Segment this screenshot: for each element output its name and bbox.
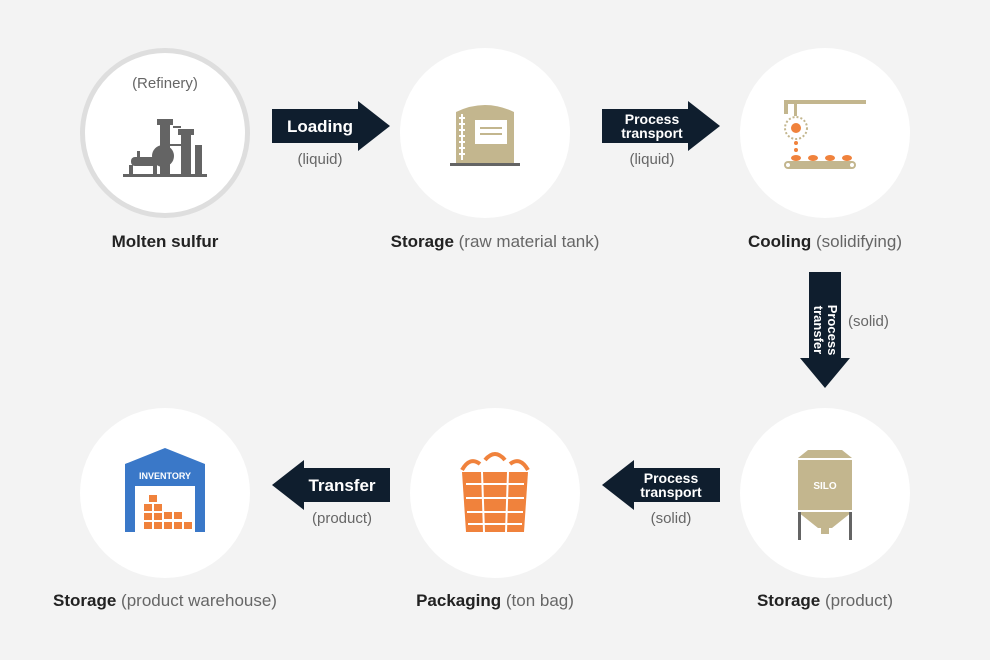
ton-bag-icon (460, 452, 530, 533)
warehouse-label: Storage (product warehouse) (53, 591, 277, 610)
refinery-icon (123, 119, 207, 177)
loading-arrow-label: Loading (286, 117, 354, 136)
transfer-arrow-label: Transfer (308, 476, 376, 495)
inventory-sign-text: INVENTORY (139, 471, 191, 481)
storage-raw-tank-node (400, 48, 570, 218)
process-transfer-state: (solid) (848, 313, 889, 330)
refinery-caption: (Refinery) (132, 75, 198, 92)
cooling-node (740, 48, 910, 218)
storage-product-node: SILO (740, 408, 910, 578)
process-transfer-arrow-label: Process transfer (811, 304, 840, 356)
warehouse-icon: INVENTORY (125, 448, 205, 532)
transfer-arrow: Transfer (272, 460, 390, 510)
cooling-conveyor-icon (784, 100, 866, 169)
silo-label-text: SILO (813, 481, 837, 492)
packaging-node (410, 408, 580, 578)
process-transport-liquid-state: (liquid) (629, 151, 675, 168)
loading-arrow: Loading (272, 101, 390, 151)
transfer-state: (product) (311, 510, 373, 527)
warehouse-node: INVENTORY (80, 408, 250, 578)
storage-product-label: Storage (product) (756, 591, 894, 610)
molten-sulfur-label: Molten sulfur (111, 232, 219, 251)
molten-sulfur-node: (Refinery) (80, 48, 250, 218)
process-transport-solid-state: (solid) (650, 510, 692, 527)
silo-icon: SILO (798, 450, 852, 540)
loading-state: (liquid) (297, 151, 343, 168)
packaging-label: Packaging (ton bag) (416, 591, 574, 610)
storage-raw-tank-label: Storage (raw material tank) (390, 232, 600, 251)
storage-tank-icon (450, 105, 520, 166)
process-transfer-arrow: Process transfer (800, 272, 850, 388)
cooling-label: Cooling (solidifying) (748, 232, 902, 251)
